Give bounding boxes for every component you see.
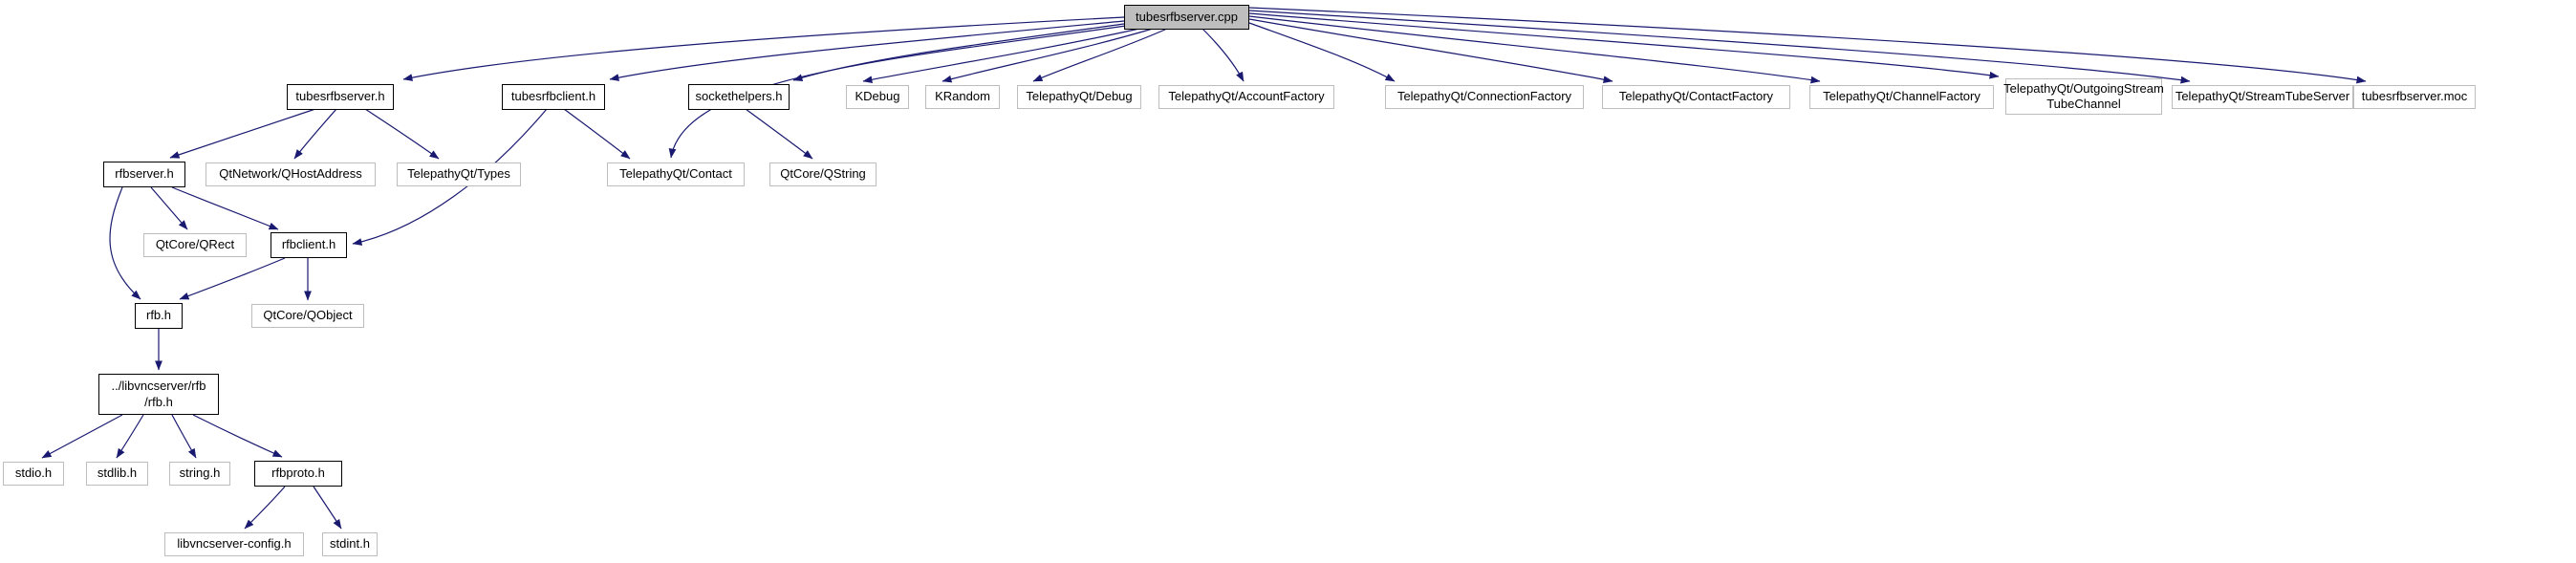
node-libvncserver-rfb-rfb-h[interactable]: ../libvncserver/rfb /rfb.h [98, 374, 219, 415]
edge-tubesrfbserver-cpp-kdebug [862, 28, 1140, 84]
node-qtcore-qrect: QtCore/QRect [143, 233, 247, 257]
edge-tubesrfbserver-cpp-telepathyqt-outgoingstreamtubechannel [1248, 12, 2000, 79]
node-sockethelpers-h[interactable]: sockethelpers.h [688, 84, 790, 110]
node-stdint-h: stdint.h [322, 532, 378, 556]
node-telepathyqt-contactfactory: TelepathyQt/ContactFactory [1602, 85, 1790, 109]
edge-tubesrfbserver-cpp-tubesrfbserver-h [402, 16, 1125, 81]
node-rfbserver-h[interactable]: rfbserver.h [103, 162, 185, 187]
node-telepathyqt-accountfactory: TelepathyQt/AccountFactory [1158, 85, 1334, 109]
edge-rfbproto-h-stdint-h [313, 486, 342, 530]
node-rfb-h[interactable]: rfb.h [135, 303, 183, 329]
edge-tubesrfbserver-cpp-telepathyqt-contactfactory [1248, 18, 1613, 83]
node-telepathyqt-channelfactory: TelepathyQt/ChannelFactory [1809, 85, 1994, 109]
edge-rfbproto-h-libvncserver-config-h [244, 486, 286, 530]
node-tubesrfbserver-h[interactable]: tubesrfbserver.h [287, 84, 394, 110]
edge-rfbserver-h-rfb-h [109, 186, 141, 300]
node-telepathyqt-contact: TelepathyQt/Contact [607, 162, 745, 186]
node-qtcore-qobject: QtCore/QObject [251, 304, 364, 328]
edge-libvncserver-rfb-rfb-h-string-h [171, 414, 197, 459]
node-telepathyqt-streamtubeserver: TelepathyQt/StreamTubeServer [2172, 85, 2353, 109]
node-string-h: string.h [169, 462, 230, 486]
node-telepathyqt-connectionfactory: TelepathyQt/ConnectionFactory [1385, 85, 1584, 109]
node-rfbclient-h[interactable]: rfbclient.h [271, 232, 347, 258]
node-tubesrfbserver-moc: tubesrfbserver.moc [2353, 85, 2476, 109]
edge-libvncserver-rfb-rfb-h-stdlib-h [116, 414, 144, 459]
edge-rfbserver-h-qtcore-qrect [150, 186, 188, 230]
node-qtnetwork-qhostaddress: QtNetwork/QHostAddress [206, 162, 376, 186]
edge-tubesrfbserver-cpp-telepathyqt-contact [668, 25, 1127, 159]
edge-tubesrfbserver-cpp-telepathyqt-debug [1032, 28, 1168, 82]
edge-tubesrfbserver-cpp-tubesrfbserver-moc [1248, 7, 2367, 84]
node-telepathyqt-outgoingstreamtubechannel: TelepathyQt/OutgoingStream TubeChannel [2003, 78, 2164, 115]
edge-tubesrfbserver-h-telepathyqt-types [364, 108, 440, 160]
edge-rfbclient-h-rfb-h [179, 257, 286, 300]
edge-tubesrfbclient-h-rfbclient-h [352, 108, 548, 246]
node-telepathyqt-debug: TelepathyQt/Debug [1017, 85, 1141, 109]
node-tubesrfbclient-h[interactable]: tubesrfbclient.h [502, 84, 605, 110]
edge-tubesrfbserver-cpp-tubesrfbclient-h [609, 20, 1125, 81]
node-stdio-h: stdio.h [3, 462, 64, 486]
edge-tubesrfbserver-cpp-telepathyqt-channelfactory [1248, 15, 1821, 84]
node-rfbproto-h[interactable]: rfbproto.h [254, 461, 342, 487]
edge-sockethelpers-h-qtcore-qstring [745, 108, 813, 160]
node-telepathyqt-types: TelepathyQt/Types [397, 162, 521, 186]
edge-tubesrfbclient-h-telepathyqt-contact [563, 108, 631, 160]
node-kdebug: KDebug [846, 85, 909, 109]
edge-tubesrfbserver-h-rfbserver-h [169, 108, 316, 159]
node-qtcore-qstring: QtCore/QString [769, 162, 877, 186]
node-tubesrfbserver-cpp: tubesrfbserver.cpp [1124, 5, 1249, 30]
edge-libvncserver-rfb-rfb-h-rfbproto-h [192, 414, 283, 458]
edge-rfbserver-h-rfbclient-h [171, 186, 279, 230]
node-krandom: KRandom [925, 85, 1000, 109]
node-stdlib-h: stdlib.h [86, 462, 148, 486]
edge-libvncserver-rfb-rfb-h-stdio-h [41, 414, 123, 459]
edge-tubesrfbserver-h-qtnetwork-qhostaddress [293, 108, 337, 160]
edge-tubesrfbserver-cpp-telepathyqt-connectionfactory [1248, 22, 1396, 82]
node-libvncserver-config-h: libvncserver-config.h [164, 532, 304, 556]
edge-tubesrfbserver-cpp-telepathyqt-streamtubeserver [1248, 10, 2191, 84]
edge-tubesrfbserver-cpp-telepathyqt-accountfactory [1201, 28, 1245, 82]
edge-tubesrfbserver-cpp-krandom [942, 28, 1154, 83]
